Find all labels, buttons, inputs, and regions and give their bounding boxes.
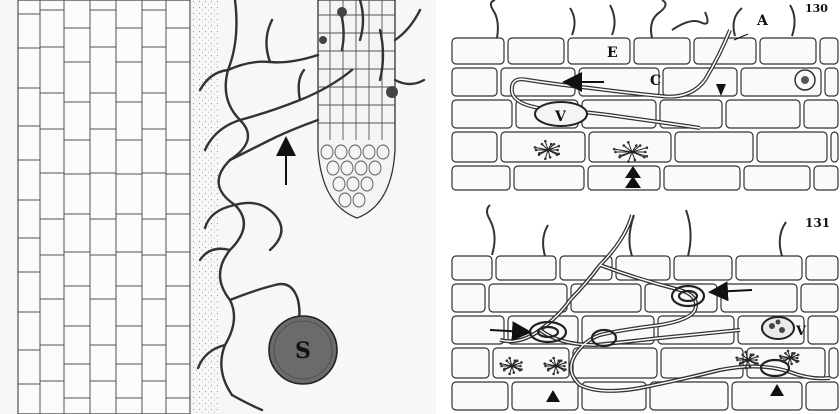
small-vesicle-core	[801, 76, 809, 84]
spore-label: S	[295, 338, 311, 364]
label-cortex: C	[650, 73, 661, 89]
label-appressorium: A	[756, 13, 769, 29]
root-tip	[318, 0, 395, 218]
figure-number-bottom: 131	[805, 216, 830, 230]
figure-number-top: 130	[805, 2, 828, 15]
right-bottom-panel: V 131	[450, 200, 840, 414]
root-surface-stipple	[188, 0, 218, 414]
vesicle-bottom	[762, 317, 794, 339]
spore: S	[269, 316, 337, 384]
label-vesicle-top: V	[554, 109, 567, 125]
right-top-panel: E C A V 130	[450, 0, 840, 192]
label-vesicle-bottom: V	[795, 324, 807, 339]
root-cell-column	[18, 0, 190, 414]
panel-divider	[436, 0, 450, 414]
panel-divider-horizontal	[450, 192, 840, 200]
label-epidermis: E	[607, 45, 618, 61]
left-panel: S	[0, 0, 436, 414]
